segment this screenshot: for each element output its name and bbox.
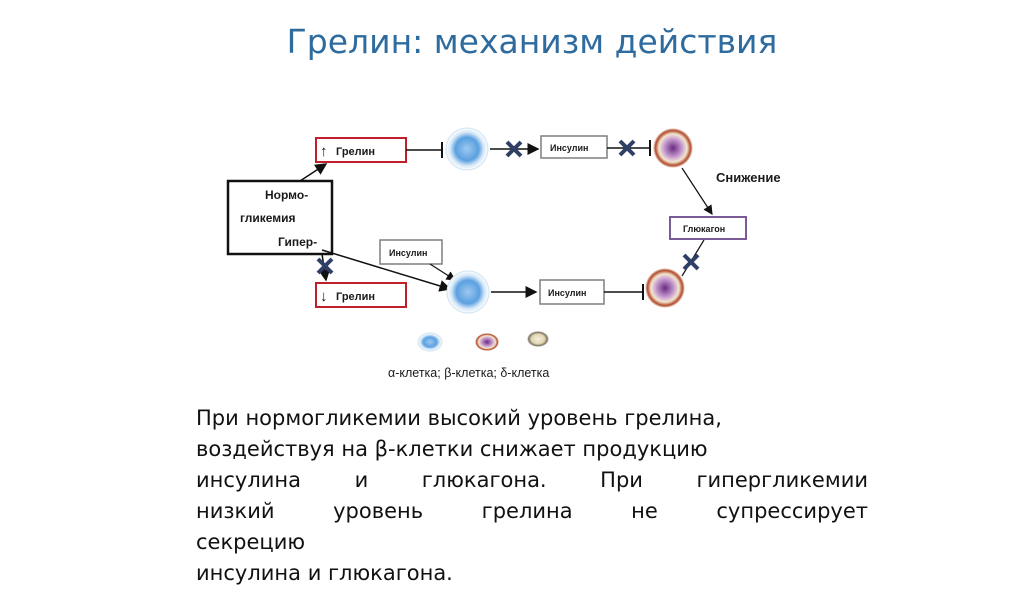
arrow-hyper-to-alpha-bottom	[321, 249, 452, 292]
glucagon-box	[669, 216, 747, 240]
ghrelin-mechanism-diagram: Нормо- гликемия Гипер- ↑ Грелин ↓ Грелин…	[226, 127, 781, 380]
state-box	[226, 179, 334, 256]
legend-delta-cell	[527, 331, 549, 347]
alpha-cell-bottom	[446, 270, 490, 314]
insulin-top-label: Инсулин	[550, 143, 588, 153]
legend-label: α-клетка; β-клетка; δ-клетка	[388, 366, 549, 380]
slide-title: Грелин: механизм действия	[286, 22, 778, 61]
x-mark-bottom	[682, 253, 700, 271]
arrow-up-symbol: ↑	[320, 143, 328, 160]
ghrelin-low-box	[315, 282, 407, 308]
x-mark-state-low	[316, 257, 334, 275]
alpha-cell-top	[445, 127, 489, 171]
arrow-beta-to-glucagon	[681, 167, 713, 216]
ghrelin-high-box	[315, 137, 407, 163]
state-glycemia-label: гликемия	[240, 211, 295, 225]
x-mark-top-1	[505, 140, 523, 158]
insulin-mid-label: Инсулин	[389, 248, 427, 258]
paragraph-line-2: воздействуя на β-клетки снижает продукци…	[196, 437, 708, 461]
glucagon-label: Глюкагон	[683, 224, 725, 234]
paragraph-line-3: инсулина и глюкагона. При гипергликемии	[196, 468, 868, 492]
legend-beta-cell	[475, 333, 499, 351]
x-mark-top-2	[618, 139, 636, 157]
insulin-bottom-box	[539, 279, 605, 305]
paragraph-line-1: При нормогликемии высокий уровень грелин…	[196, 406, 722, 430]
decrease-label: Снижение	[716, 170, 781, 185]
state-normo-label: Нормо-	[265, 188, 308, 202]
ghrelin-low-label: Грелин	[336, 291, 375, 303]
paragraph-line-6: инсулина и глюкагона.	[196, 561, 453, 585]
insulin-top-box	[540, 135, 608, 159]
paragraph-line-4: низкий уровень грелина не супрессирует	[196, 499, 868, 523]
state-hyper-label: Гипер-	[278, 235, 317, 249]
insulin-bottom-label: Инсулин	[548, 288, 586, 298]
description-paragraph: При нормогликемии высокий уровень грелин…	[196, 403, 868, 589]
beta-cell-bottom	[645, 268, 685, 308]
arrow-state-to-ghrelin-high	[299, 163, 328, 182]
insulin-mid-box	[379, 239, 443, 265]
arrow-down-symbol: ↓	[320, 288, 328, 305]
arrow-insulin-mid-to-alpha	[429, 263, 457, 281]
legend-alpha-cell	[417, 332, 443, 352]
ghrelin-high-label: Грелин	[336, 146, 375, 158]
beta-cell-top	[653, 128, 693, 168]
paragraph-line-5: секрецию	[196, 530, 306, 554]
